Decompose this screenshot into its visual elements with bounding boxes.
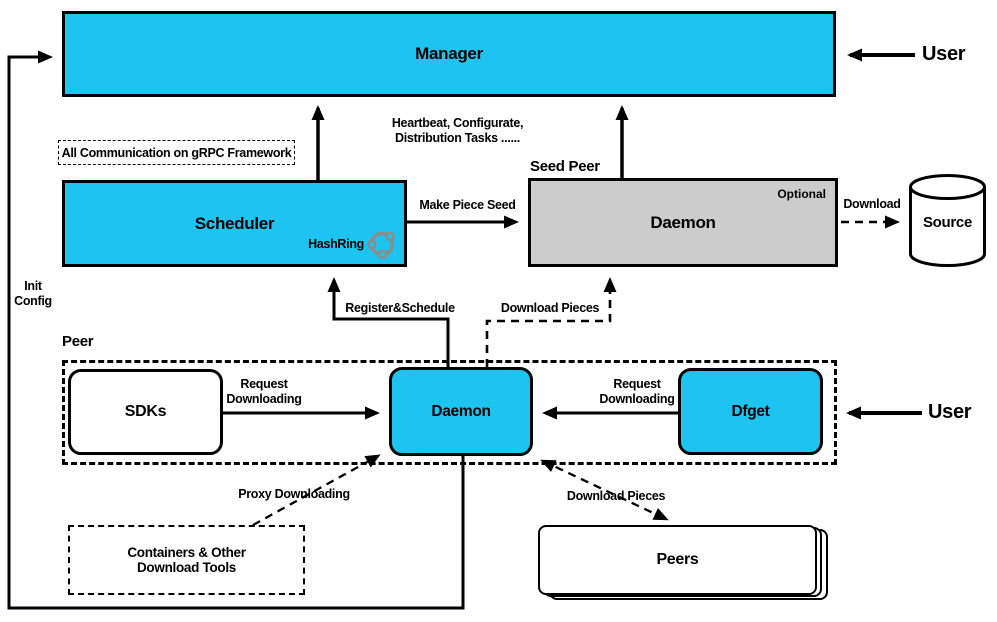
init-config-label-line1: Init — [24, 279, 42, 293]
peers-label: Peers — [656, 551, 699, 568]
request-downloading-left-line1: Request — [240, 377, 288, 391]
user-top-label: User — [922, 43, 966, 65]
optional-label: Optional — [777, 187, 826, 201]
peers-box: Peers — [538, 525, 817, 595]
heartbeat-label: Heartbeat, Configurate, Distribution Tas… — [385, 116, 530, 147]
init-config-label: Init Config — [8, 279, 58, 310]
manager-box: Manager — [62, 11, 836, 97]
containers-label-line1: Containers & Other — [127, 545, 246, 560]
request-downloading-right-label: Request Downloading — [597, 377, 677, 408]
seed-daemon-label: Daemon — [650, 212, 716, 232]
containers-box: Containers & Other Download Tools — [68, 525, 305, 595]
download-pieces-top-arrow — [485, 277, 617, 367]
download-source-label: Download — [843, 197, 901, 211]
peer-daemon-box: Daemon — [389, 367, 533, 456]
make-piece-seed-label: Make Piece Seed — [419, 198, 516, 212]
scheduler-box: Scheduler HashRing — [62, 180, 407, 267]
register-schedule-label: Register&Schedule — [345, 301, 455, 315]
sdks-label: SDKs — [124, 403, 167, 420]
grpc-note-box: All Communication on gRPC Framework — [58, 140, 295, 165]
request-downloading-right-line2: Downloading — [599, 392, 675, 407]
source-label: Source — [922, 214, 973, 231]
grpc-note-label: All Communication on gRPC Framework — [61, 145, 292, 160]
peer-daemon-label: Daemon — [431, 402, 491, 420]
user-bottom-label: User — [928, 401, 972, 423]
dfget-label: Dfget — [731, 402, 770, 420]
containers-label-line2: Download Tools — [136, 560, 237, 575]
dfget-box: Dfget — [678, 368, 823, 455]
request-downloading-right-line1: Request — [613, 377, 661, 391]
heartbeat-label-line1: Heartbeat, Configurate, — [391, 116, 524, 130]
register-schedule-arrow — [327, 277, 450, 367]
seed-peer-group-label: Seed Peer — [530, 158, 600, 175]
proxy-downloading-label: Proxy Downloading — [238, 487, 350, 501]
source-cylinder-icon — [909, 174, 986, 267]
sdks-box: SDKs — [68, 369, 223, 455]
heartbeat-label-line2: Distribution Tasks ...... — [395, 131, 520, 146]
hashring-badge: HashRing — [308, 229, 397, 259]
hashring-icon — [367, 231, 395, 259]
peer-group-label: Peer — [62, 333, 94, 350]
scheduler-label: Scheduler — [194, 213, 275, 233]
request-downloading-left-label: Request Downloading — [224, 377, 304, 408]
init-config-label-line2: Config — [14, 294, 52, 309]
download-pieces-top-label: Download Pieces — [500, 301, 600, 315]
manager-label: Manager — [415, 44, 483, 63]
request-downloading-left-line2: Downloading — [226, 392, 302, 407]
hashring-label: HashRing — [308, 237, 364, 251]
download-pieces-bottom-label: Download Pieces — [566, 489, 666, 503]
seed-daemon-box: Daemon Optional — [528, 178, 838, 267]
